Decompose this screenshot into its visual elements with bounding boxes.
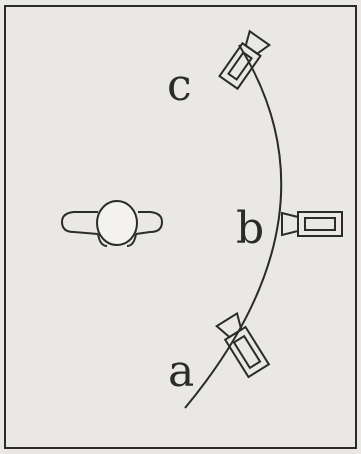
subject-right-arm <box>136 212 162 234</box>
subject-left-arm <box>62 212 98 234</box>
subject-head <box>97 201 137 245</box>
camera-c-body <box>220 43 261 88</box>
camera-c-window <box>228 52 251 79</box>
camera-b-icon <box>282 212 342 236</box>
camera-b-lens <box>282 213 298 235</box>
camera-c-label: c <box>167 60 192 111</box>
camera-a-lens <box>217 313 246 339</box>
camera-a-window <box>234 336 260 368</box>
camera-c-icon <box>219 31 270 89</box>
camera-b-label: b <box>236 203 264 254</box>
camera-c-lens <box>242 31 270 56</box>
camera-b-window <box>305 218 335 230</box>
camera-a-label: a <box>168 346 194 397</box>
subject-top-view-icon <box>62 201 162 246</box>
